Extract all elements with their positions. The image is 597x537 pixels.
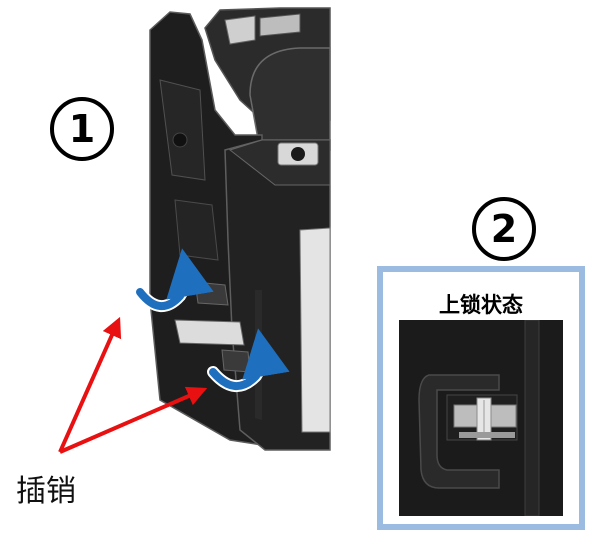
lock-state-title: 上锁状态 <box>439 293 523 317</box>
device-screen <box>299 227 331 433</box>
step-number-1: 1 <box>50 97 114 161</box>
pin-label: 插销 <box>16 474 76 509</box>
device-cap <box>249 47 331 151</box>
red-arrow-icon <box>58 316 122 453</box>
red-arrow-icon <box>59 386 208 454</box>
step-number-2: 2 <box>472 197 536 261</box>
lock-state-inset: 上锁状态 <box>377 266 585 530</box>
lock-detail-illustration <box>399 320 563 516</box>
